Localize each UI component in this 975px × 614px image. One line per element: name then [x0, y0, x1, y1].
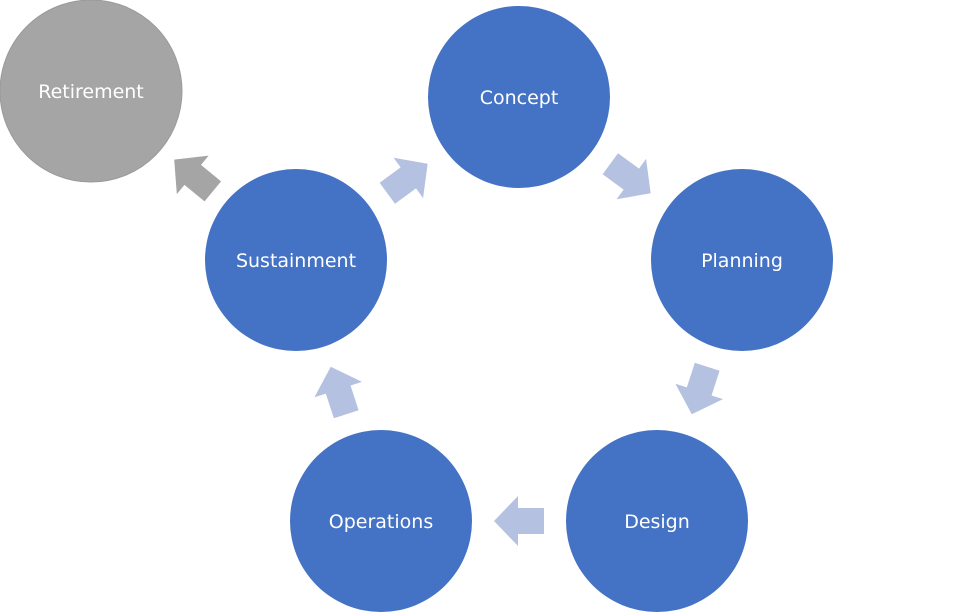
node-label-sustainment: Sustainment	[236, 250, 356, 272]
node-label-design: Design	[624, 511, 690, 533]
arrow-concept-to-planning-icon	[602, 153, 651, 200]
node-circle-sustainment	[205, 169, 387, 351]
arrow-sustainment-to-retirement-icon	[174, 155, 222, 202]
node-concept: Concept	[428, 6, 610, 188]
arrow-sustainment-to-concept-icon	[379, 157, 428, 204]
arrow-design-to-operations-icon	[494, 496, 544, 546]
node-circle-planning	[651, 169, 833, 351]
node-circle-design	[566, 430, 748, 612]
arrow-operations-to-sustainment-icon	[314, 366, 362, 419]
node-design: Design	[566, 430, 748, 612]
node-circle-retirement	[0, 0, 183, 183]
edges-layer	[174, 153, 723, 546]
node-sustainment: Sustainment	[205, 169, 387, 351]
node-circle-concept	[428, 6, 610, 188]
node-label-retirement: Retirement	[38, 81, 144, 103]
arrow-planning-to-design-icon	[675, 362, 723, 415]
node-label-concept: Concept	[480, 87, 559, 109]
node-operations: Operations	[290, 430, 472, 612]
node-retirement: Retirement	[0, 0, 183, 183]
node-label-planning: Planning	[701, 250, 783, 272]
node-circle-operations	[290, 430, 472, 612]
node-planning: Planning	[651, 169, 833, 351]
node-label-operations: Operations	[329, 511, 433, 533]
